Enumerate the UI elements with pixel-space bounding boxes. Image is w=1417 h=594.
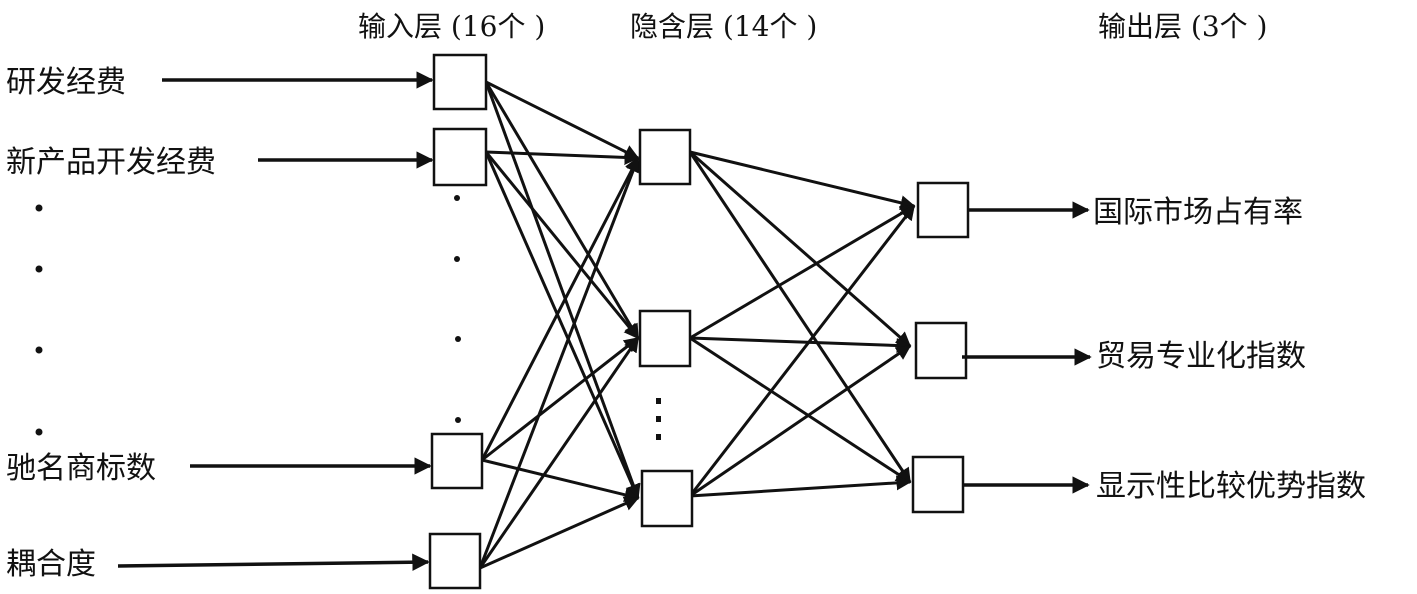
hidden-node-ellipsis [656,398,661,440]
input-label-ellipsis [35,204,43,436]
input-node-1 [432,53,488,111]
input-label-famous-trademarks: 驰名商标数 [6,451,156,486]
output-node-3 [911,455,965,514]
input-node-2 [432,127,488,187]
hidden-layer-header: 隐含层 (14个 ) [630,10,817,43]
output-label-rca-index: 显示性比较优势指数 [1096,469,1366,504]
input-label-rd-funding: 研发经费 [6,65,126,100]
output-label-market-share: 国际市场占有率 [1093,195,1303,230]
input-arrow-4 [117,553,430,571]
output-label-trade-specialization: 贸易专业化指数 [1096,339,1306,374]
hidden-node-1 [638,128,692,186]
output-layer-header: 输出层 (3个 ) [1098,10,1267,43]
input-layer-header: 输入层 (16个 ) [358,10,545,43]
hidden-node-2 [638,309,692,368]
output-node-2 [914,321,968,380]
input-label-coupling-degree: 耦合度 [6,547,96,582]
input-node-4 [428,532,482,590]
input-node-3 [430,432,484,490]
hidden-node-3 [640,469,694,528]
input-label-new-product-funding: 新产品开发经费 [6,145,216,180]
input-node-ellipsis [454,195,461,423]
output-node-1 [916,181,970,239]
input-hidden-edges [478,80,641,570]
hidden-output-edges [688,150,916,498]
